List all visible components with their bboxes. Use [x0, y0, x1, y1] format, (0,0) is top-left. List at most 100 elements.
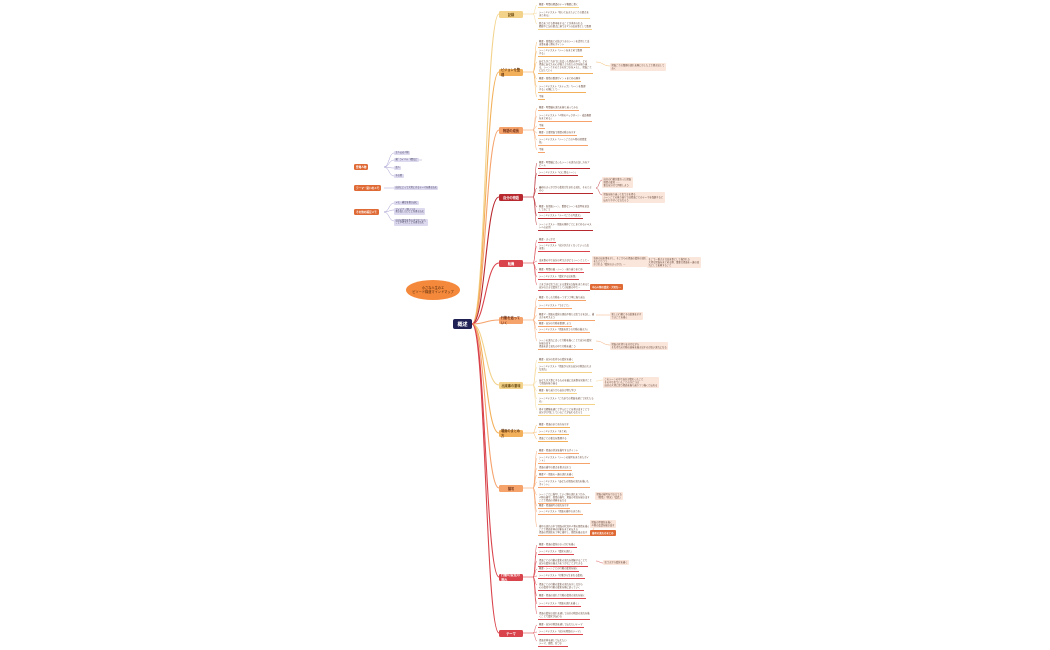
leaf-1-0[interactable]: 概要・感情面との結びつきのシーンを活用して出 来事を描く際のポイント	[538, 40, 591, 48]
leaf-4-1[interactable]: シーン×テクスト「自分が大きくなっていった出 来事」	[538, 244, 590, 252]
sub-box-8-5[interactable]: 場面の描写を引き立てる 「感情」「状況」「会話」	[595, 492, 624, 501]
branch-7[interactable]: 場面のまとめ方	[499, 429, 523, 438]
leaf-4-4[interactable]: シーン×テクスト「変化する出来事」	[538, 275, 579, 280]
branch-8[interactable]: 描写	[499, 484, 523, 492]
leaf-8-4[interactable]: シーン×テクスト「あなたの場面の流れを描いた ポイント」	[538, 480, 590, 488]
floating-topic-0[interactable]: 登場人物	[354, 164, 369, 170]
leaf-8-3[interactable]: 概要２・場面の一連の流れを描く	[538, 473, 575, 478]
leaf-6-1[interactable]: シーン×テクスト「場面から見る自分の物語の大き な流れ」	[538, 365, 593, 373]
float-leaf-0-3[interactable]: その他	[394, 173, 404, 179]
float-leaf-0-0[interactable]: 主人公の人物	[394, 150, 411, 156]
leaf-5-4[interactable]: シーン×テクスト「場面を見ての行動の描き方」	[538, 328, 590, 333]
leaf-0-0[interactable]: 概要・時間の経過のテーマ概要に書く	[538, 3, 580, 8]
leaf-8-6[interactable]: 概要・場面描写の流れを示す	[538, 504, 570, 509]
leaf-5-1[interactable]: シーン×テクスト「できごと」	[538, 304, 572, 309]
leaf-2-3[interactable]: 概要・主要場面で感情の動きを示す	[538, 131, 577, 136]
leaf-6-4[interactable]: シーン×テクスト「これまでの場面を通じて見えたも の」	[538, 397, 595, 405]
sub-box-5-5[interactable]: 場面の区切りを分けながら それぞれの行動の意味を描き出すのが良い流れになる	[610, 342, 669, 351]
root-node[interactable]: 概述	[453, 319, 472, 329]
leaf-4-2[interactable]: 出来事の中で自分の考え方がどうシーンとして...	[538, 259, 591, 264]
leaf-9-1[interactable]: シーン×テクスト「変化の流れ」	[538, 550, 574, 555]
leaf-8-2[interactable]: 場面の描写の要点を書き出そう	[538, 466, 573, 471]
leaf-9-7[interactable]: シーン×テクスト「場面の流れを描く」	[538, 602, 581, 607]
leaf-8-7[interactable]: シーン×テクスト「場面の描写のまとめ」	[538, 510, 584, 515]
leaf-2-5[interactable]: 今後	[538, 148, 545, 153]
leaf-6-5[interactable]: 様々な経験を通じて学んだことを書き出すことで 自分が大切にしていることが伝わるだ…	[538, 408, 591, 416]
leaf-1-3[interactable]: 概要・感情の整理ポイントまとめの順序	[538, 77, 582, 82]
leaf-0-1[interactable]: シーン×テクスト「知っておきたいことの要点を まとめる」	[538, 11, 590, 19]
tag-8-8[interactable]: 描写の流れのまとめ	[590, 529, 616, 536]
leaf-8-1[interactable]: シーン×テクスト「シーンの描写をまとめたポイ ント」	[538, 456, 590, 464]
leaf-2-1[interactable]: シーン×テクスト「人物のバックボーン・成長概要 をまとめる」	[538, 114, 593, 122]
sub-box-4-2[interactable]: 背景の出来事を示し、そこからの場面の変化の流れ をたどりつつ 示される「変化のき…	[592, 256, 648, 268]
branch-2[interactable]: 物語の成長	[499, 126, 523, 134]
sub-box-1-2[interactable]: 場面ごとの整理の流れを順に示した上で書き出して おく	[610, 63, 666, 72]
leaf-8-0[interactable]: 概要・場面の状況を描写するポイント	[538, 449, 580, 454]
leaf-9-0[interactable]: 概要・場面の変化のきっかけを描く	[538, 543, 577, 548]
leaf-6-0[interactable]: 概要・自分の気持ちの変化を描く	[538, 358, 575, 363]
leaf-2-4[interactable]: シーン×テクスト「シーンごとの人物の感情変 化」	[538, 138, 588, 146]
leaf-3-0[interactable]: 概要・時間軸に沿ったシーンの流れの記し方をア ピール	[538, 161, 591, 169]
branch-1[interactable]: ビジョンを整理	[499, 68, 523, 77]
leaf-9-2[interactable]: 場面ごとの行動の変化の流れを把握することで 自分の変化の描き方をつかむことができ…	[538, 559, 589, 567]
leaf-7-2[interactable]: 場面ごとの要点を整理する	[538, 437, 568, 442]
leaf-1-5[interactable]: 今後	[538, 95, 545, 100]
leaf-8-8[interactable]: 描写の流れの中で場面の状況や人物の感情を描く ことで場面全体の印象をまとめ伝える…	[538, 525, 591, 536]
leaf-9-3[interactable]: 概要・シーンごとの行動の変化を描く	[538, 567, 579, 572]
leaf-10-1[interactable]: シーン×テクスト「自分の物語のテーマ」	[538, 630, 584, 635]
leaf-8-5[interactable]: シーンごとに描写していく際の流れをつかみ、 人物の描写、感情の描写、場面の状況を…	[538, 493, 591, 504]
sub-box-8-8[interactable]: 場面の雰囲気を描く 人物の会話を描き出す	[590, 520, 616, 529]
sub-box-9-2[interactable]: 気づきから変化を描く	[603, 560, 629, 566]
float-leaf-2-0[interactable]: メモ・補足を書き込む	[394, 200, 419, 206]
branch-4[interactable]: 転機	[499, 259, 523, 267]
tag-4-5[interactable]: 中心人物の変化・大切な...	[590, 283, 624, 290]
leaf-6-3[interactable]: 概要・振り返りから自分が得た学び	[538, 389, 577, 394]
leaf-5-2[interactable]: 概要２・場面の変化の理由や新たな気づきを記し、描 き方を考えよう	[538, 313, 596, 321]
leaf-9-8[interactable]: 場面の変化の流れを通して自分の物語の流れを描 くことで変化が伝わる	[538, 612, 591, 620]
branch-5[interactable]: 行動を追っていく	[499, 316, 523, 325]
float-leaf-1-0[interactable]: 自分にとって大切にするテーマを書き込む	[394, 185, 439, 191]
sub-box-3-2[interactable]: 自分の行動が変わった場面 感情の変化・... 要点を分けて判断しよう	[602, 177, 633, 189]
leaf-1-2[interactable]: あなたがこれまでに出会った場面の中で、どの 場面にあなたの心が揺さぶられたのかを…	[538, 60, 593, 75]
leaf-4-0[interactable]: 概要・きっかけ	[538, 238, 556, 243]
branch-10[interactable]: テーマ	[499, 629, 523, 637]
leaf-7-1[interactable]: シーン×テクスト「まとめ」	[538, 430, 570, 435]
sub-box2-4-2[interactable]: そこで一番大きな出来事として描かれる 大切な場面をまとめる際、重要な場面を一連の…	[647, 257, 701, 269]
leaf-1-1[interactable]: シーン×テクスト「シーンをまとめて整理 する」	[538, 49, 583, 57]
leaf-10-2[interactable]: 場面全体を通して伝えたい テーマ、感情、気づき	[538, 639, 568, 647]
leaf-7-0[interactable]: 概要・場面のまとめ方を示す	[538, 423, 570, 428]
sub-box2-3-2[interactable]: 場面を振り返って気づきを得る シーンごとの振り返りでは場面ごとのテーマを強調する…	[602, 192, 665, 204]
float-leaf-2-2[interactable]: 自分の物語を作る中で気づいた ことや考えたことを書き込む	[394, 218, 428, 227]
leaf-1-4[interactable]: シーン×テクスト「ステップ」「シーンを整理 する」の順にして...	[538, 85, 587, 93]
leaf-3-4[interactable]: シーン×テクスト「テーマごとの写真文」	[538, 214, 584, 219]
branch-3[interactable]: 自分の物語	[499, 193, 523, 201]
sub-box-5-2[interactable]: 新しい行動とその結果を示す できごとを描く	[610, 312, 643, 321]
leaf-9-6[interactable]: 概要・場面の流れと行動の変化の流れを描く	[538, 594, 586, 599]
leaf-5-3[interactable]: 概要・自分の行動を整理しよう	[538, 322, 573, 327]
sub-box-6-2[interactable]: このシーンの中で自分が変わったこと その中で気づいたことのひとつは 自分の大切に…	[603, 377, 659, 389]
branch-0[interactable]: 記録	[499, 10, 523, 18]
leaf-5-0[interactable]: 概要・行った行動を一つずつ丁寧に振り返る	[538, 296, 586, 301]
float-sub-0-1[interactable]: ライバル	[398, 157, 410, 163]
leaf-3-1[interactable]: シーン×テクスト「心に残るシーン」	[538, 171, 579, 176]
leaf-9-4[interactable]: シーン×テクスト「行動から生まれる変化」	[538, 574, 586, 579]
floating-topic-2[interactable]: その他の補足メモ	[354, 209, 379, 215]
leaf-2-0[interactable]: 概要・時間軸の流れを振り返ってみる	[538, 106, 579, 111]
leaf-3-3[interactable]: 概要・各場面シーン、重要なシーンを説明を追記 しておこう	[538, 205, 591, 213]
leaf-3-5[interactable]: シーンテクスト・場面の順序ごとにまとめるテキス トへの応用	[538, 223, 593, 231]
leaf-5-5[interactable]: シーンの流れに沿って行動を描くことで自分の変化 を描き出す 場面を追う流れの中で…	[538, 339, 593, 350]
leaf-10-0[interactable]: 概要・自分の物語を通して伝えたいテーマ	[538, 623, 584, 628]
leaf-4-5[interactable]: さまざまな気づきによる変化の記録をまとめると 自分の大きな変化としての結果の中で…	[538, 283, 591, 291]
branch-9[interactable]: 行動の変化の流れ	[499, 573, 523, 582]
leaf-2-2[interactable]: 今後	[538, 124, 545, 129]
leaf-9-5[interactable]: 場面ごとの行動の変化の流れを示しながら 心の変化や行動の変化を順に追っていく	[538, 583, 584, 591]
float-leaf-2-1[interactable]: アイデア・思いつき 書き出したいことを書き込む	[394, 207, 426, 216]
floating-topic-1[interactable]: テーマ・思いのメモ	[354, 185, 382, 191]
branch-6[interactable]: 出来事の意味	[499, 381, 523, 389]
float-leaf-0-2[interactable]: 恋人	[394, 165, 402, 171]
leaf-3-2[interactable]: 最初のきっかけから変化が生まれる流れ、そのとき の心	[538, 186, 593, 194]
leaf-6-2[interactable]: あなたが大事にするものを軸に出来事を見直すこと で場面を振り返る	[538, 379, 593, 387]
leaf-0-2[interactable]: 要点をつける事項をすることが求められる 経緯や上記の要点に基づき1つの出来事とし…	[538, 22, 592, 30]
central-topic-oval[interactable]: 小さな人生のエピソード構造マインドマップ	[406, 280, 460, 300]
leaf-4-3[interactable]: 概要・時間の軸・シーン・振り返りまとめ	[538, 268, 584, 273]
